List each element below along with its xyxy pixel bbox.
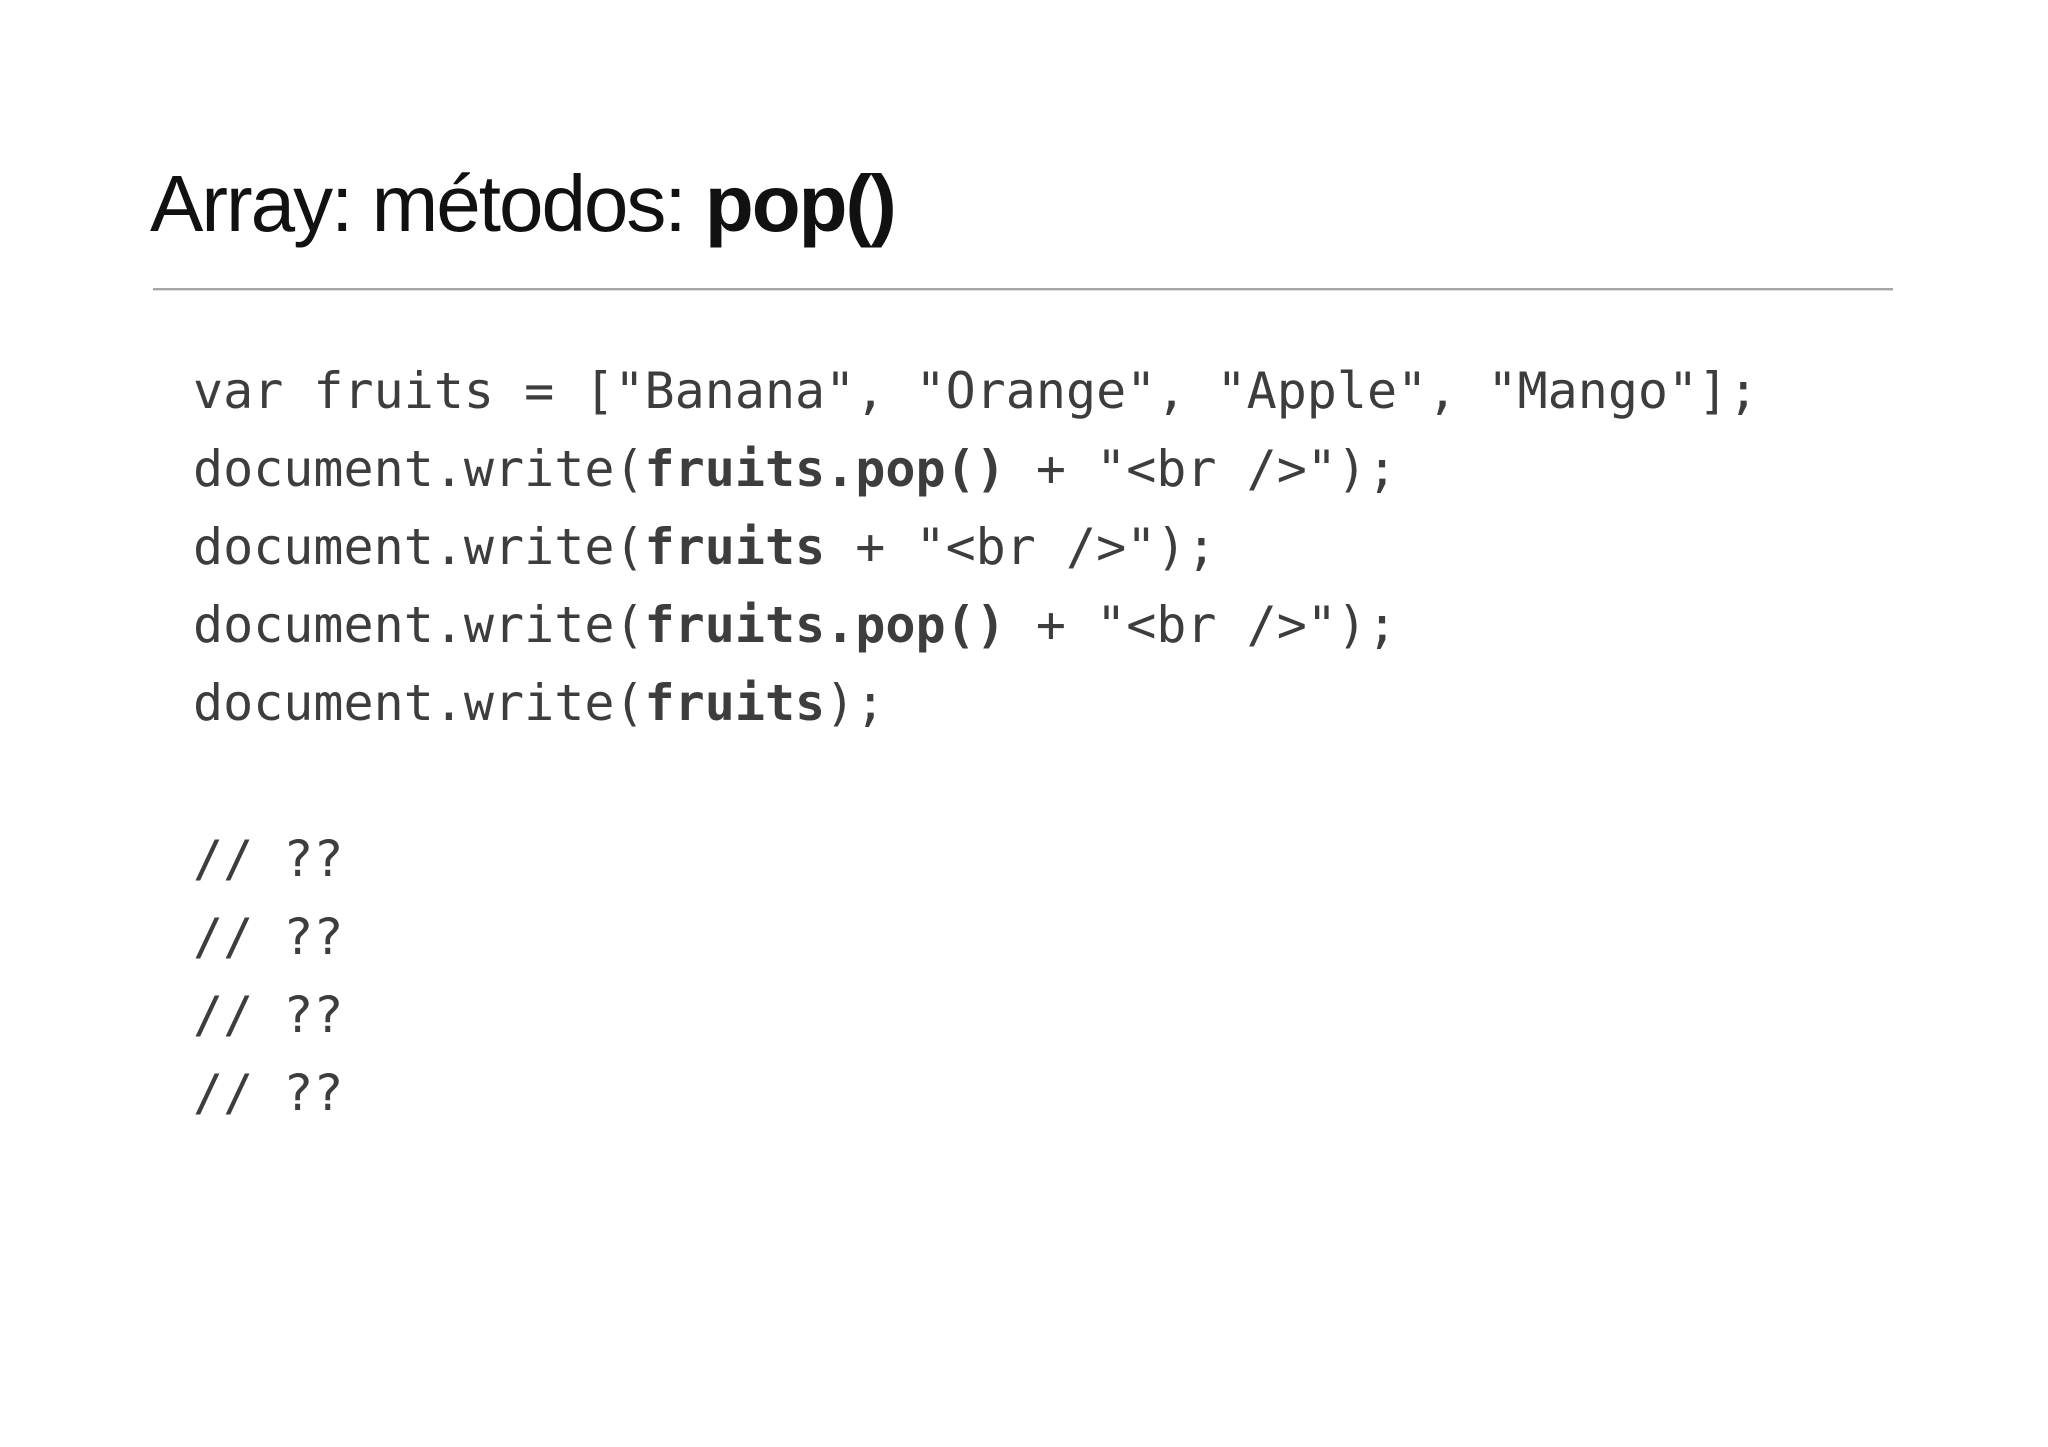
code-text: // ?? [193,986,344,1044]
code-text: + "<br />"); [1005,440,1398,498]
code-emphasis: fruits.pop() [644,440,1006,498]
code-line: document.write(fruits + "<br />"); [193,508,1758,586]
code-text: // ?? [193,830,344,888]
code-emphasis: fruits [644,674,826,732]
code-line: document.write(fruits); [193,664,1758,742]
title-divider [153,288,1893,290]
code-text: + "<br />"); [1005,596,1398,654]
code-emphasis: fruits.pop() [644,596,1006,654]
code-text: document.write( [193,440,645,498]
code-line: // ?? [193,898,1758,976]
code-line: // ?? [193,976,1758,1054]
code-line [193,742,1758,820]
code-line: document.write(fruits.pop() + "<br />"); [193,430,1758,508]
code-line: // ?? [193,820,1758,898]
code-text: + "<br />"); [825,518,1217,576]
page-title-emphasis: pop() [704,159,897,248]
code-text: ); [825,674,886,732]
code-text: // ?? [193,908,344,966]
code-text: // ?? [193,1064,344,1122]
code-emphasis: fruits [644,518,826,576]
page-title-prefix: Array: métodos: [150,159,705,248]
code-text: document.write( [193,674,645,732]
code-text: document.write( [193,596,645,654]
code-text: document.write( [193,518,645,576]
code-block: var fruits = ["Banana", "Orange", "Apple… [193,352,1758,1132]
code-line: document.write(fruits.pop() + "<br />"); [193,586,1758,664]
page-title: Array: métodos: pop() [150,158,897,250]
code-text: var fruits = ["Banana", "Orange", "Apple… [193,362,1759,420]
code-line: var fruits = ["Banana", "Orange", "Apple… [193,352,1758,430]
code-line: // ?? [193,1054,1758,1132]
